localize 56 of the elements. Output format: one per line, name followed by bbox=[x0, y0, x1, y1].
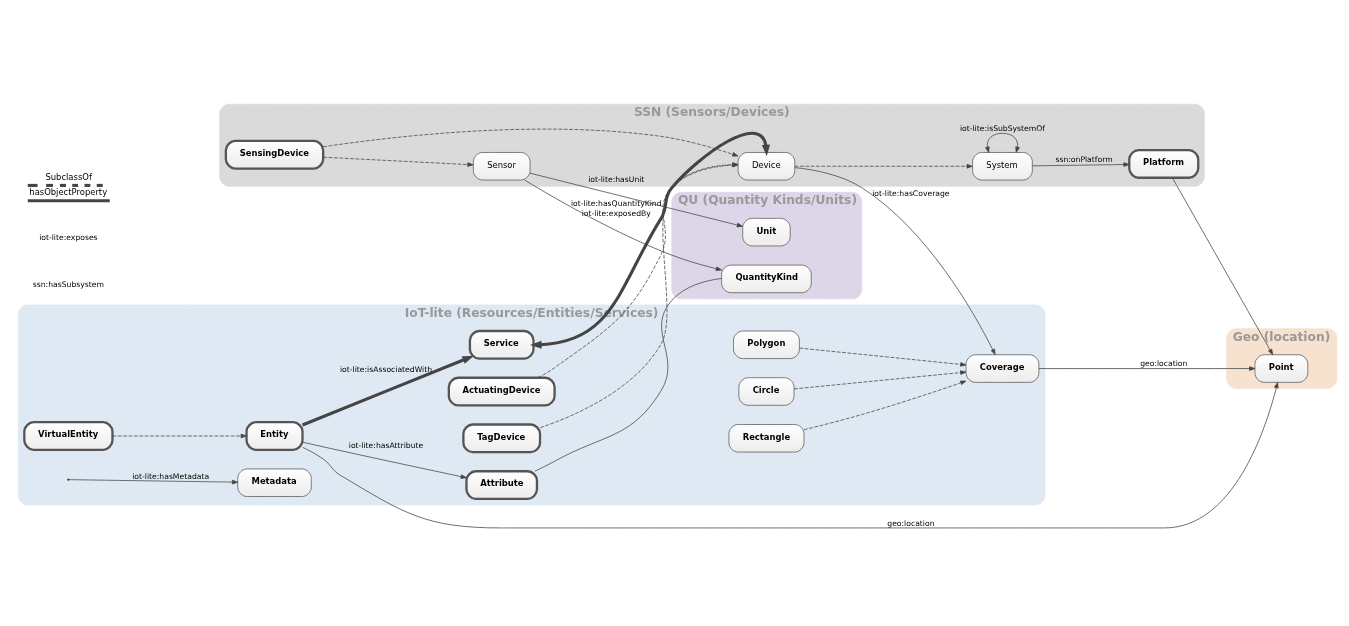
edge-label: iot-lite:isAssociatedWith bbox=[339, 365, 433, 375]
node-box: Service bbox=[468, 329, 535, 360]
edge-label: iot-lite:exposedBy bbox=[581, 209, 651, 219]
legend-label: hasObjectProperty bbox=[29, 187, 108, 198]
arrow bbox=[537, 162, 739, 378]
arrow bbox=[803, 380, 967, 431]
edge-label: ssn:onPlatform bbox=[1055, 155, 1113, 165]
arrow bbox=[530, 131, 770, 349]
node-box: Metadata bbox=[237, 468, 312, 497]
node-box: Circle bbox=[738, 377, 795, 406]
edge-label: iot-lite:hasAttribute bbox=[348, 441, 424, 451]
arrow bbox=[68, 479, 239, 485]
legend-label: SubclassOf bbox=[45, 171, 92, 182]
arrow bbox=[794, 167, 996, 355]
node-box: QuantityKind bbox=[721, 264, 812, 294]
arrow bbox=[322, 128, 739, 157]
node-box: Sensor bbox=[472, 152, 531, 181]
node-box: TagDevice bbox=[462, 423, 542, 454]
arrow bbox=[1038, 366, 1256, 371]
node-box: Entity bbox=[245, 421, 304, 451]
node-box: Point bbox=[1254, 354, 1309, 383]
label: ssn:hasSubsystem bbox=[32, 279, 104, 289]
arrow bbox=[794, 164, 973, 169]
node-box: ActuatingDevice bbox=[447, 376, 556, 407]
edge-label: iot-lite:hasQuantityKind bbox=[570, 199, 662, 209]
connector bbox=[534, 278, 722, 472]
node-box: Coverage bbox=[965, 354, 1040, 383]
edge-label: iot-lite:hasMetadata bbox=[132, 471, 210, 481]
arrow bbox=[302, 441, 467, 479]
node-box: SensingDevice bbox=[224, 139, 325, 170]
node-box: Device bbox=[737, 152, 796, 181]
edge-label: geo:location bbox=[887, 518, 935, 528]
arrow bbox=[524, 179, 722, 271]
arrow bbox=[1172, 177, 1274, 356]
arrow bbox=[793, 370, 967, 390]
node-box: Polygon bbox=[733, 330, 800, 359]
edge-label: iot-lite:isSubSystemOf bbox=[959, 124, 1045, 134]
arrow bbox=[323, 156, 474, 167]
arrow bbox=[529, 172, 743, 228]
arrow bbox=[540, 162, 739, 428]
arrow bbox=[799, 347, 967, 367]
arrow bbox=[301, 355, 474, 427]
arrow bbox=[985, 132, 1020, 153]
arrow bbox=[302, 382, 1279, 529]
node-box: System bbox=[972, 152, 1033, 181]
node-box: Platform bbox=[1128, 149, 1200, 179]
node-box: Rectangle bbox=[728, 424, 805, 453]
node-box: Attribute bbox=[465, 470, 539, 500]
edge-label: iot-lite:hasUnit bbox=[588, 175, 645, 185]
node-box: Unit bbox=[742, 218, 791, 247]
node-box: VirtualEntity bbox=[23, 421, 114, 451]
edge-label: geo:location bbox=[1140, 359, 1188, 369]
arrow bbox=[1032, 162, 1130, 167]
edge-label: iot-lite:hasCoverage bbox=[872, 189, 950, 199]
label: iot-lite:exposes bbox=[39, 233, 98, 243]
arrow bbox=[112, 433, 247, 439]
